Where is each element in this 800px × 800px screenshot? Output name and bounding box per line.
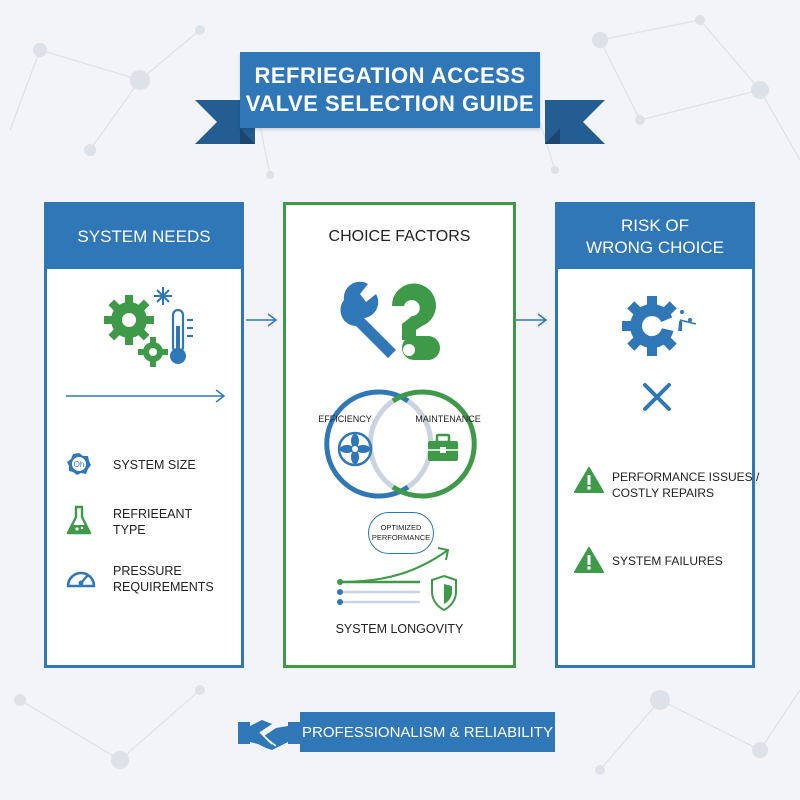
handshake-icon [238,720,300,750]
risk-title-line-1: RISK OF [620,216,689,235]
system-longevity-label: SYSTEM LONGOVITY [335,622,464,636]
wrong-x-icon [643,383,671,411]
risk-title-line-2: WRONG CHOICE [586,238,724,257]
gauge-oh-icon-text: Oh [74,460,85,469]
pressure-label-line-2: REQUIREMENTS [113,580,214,594]
gears-thermometer-icon [104,287,193,367]
performance-issues-line-1: PERFORMANCE ISSUES / [612,470,760,484]
pressure-label-line-1: PRESSURE [113,564,182,578]
warning-icon [574,547,604,573]
risk-header: RISK OF WRONG CHOICE [558,205,752,269]
system-needs-title: SYSTEM NEEDS [77,227,211,246]
title-line-2: VALVE SELECTION GUIDE [245,91,535,116]
efficiency-maintenance-venn [324,389,477,499]
system-failures-label: SYSTEM FAILURES [612,554,723,568]
efficiency-label: EFFICIENCY [318,414,372,424]
refrigerant-type-label: REFRIEEANT TYPE [113,506,192,538]
performance-issues-line-2: COSTLY REPAIRS [612,486,715,500]
flask-icon [66,505,92,535]
system-size-label: SYSTEM SIZE [113,458,196,472]
choice-factors-title: CHOICE FACTORS [328,228,471,245]
optimized-performance-badge: OPTIMIZED PERFORMANCE [368,512,434,554]
refrigerant-label-line-2: TYPE [113,523,146,537]
maintenance-label: MAINTENANCE [415,414,481,424]
pressure-gauge-icon [66,571,96,588]
system-needs-arrow [66,389,226,403]
page-title: REFRIEGATION ACCESS VALVE SELECTION GUID… [240,52,540,128]
footer-banner: PROFESSIONALISM & RELIABILITY [300,712,555,752]
gauge-oh-icon: Oh [67,453,91,475]
broken-gear-icon [622,296,697,356]
wrench-question-icon [340,281,440,360]
system-needs-panel: SYSTEM NEEDS [44,202,244,668]
risk-panel: RISK OF WRONG CHOICE [555,202,755,668]
performance-issues-label: PERFORMANCE ISSUES / COSTLY REPAIRS [612,469,759,501]
title-line-1: REFRIEGATION ACCESS [254,63,526,88]
refrigerant-label-line-1: REFRIEEANT [113,507,193,521]
system-needs-header: SYSTEM NEEDS [47,205,241,269]
warning-icon [574,467,604,493]
footer-label: PROFESSIONALISM & RELIABILITY [302,723,553,741]
choice-factors-panel [283,202,516,668]
pressure-requirements-label: PRESSURE REQUIREMENTS [113,563,214,595]
longevity-graph [337,547,457,612]
optimized-line-1: OPTIMIZED [380,523,422,532]
optimized-line-2: PERFORMANCE [371,533,431,542]
arrow-needs-to-factors [246,313,278,327]
